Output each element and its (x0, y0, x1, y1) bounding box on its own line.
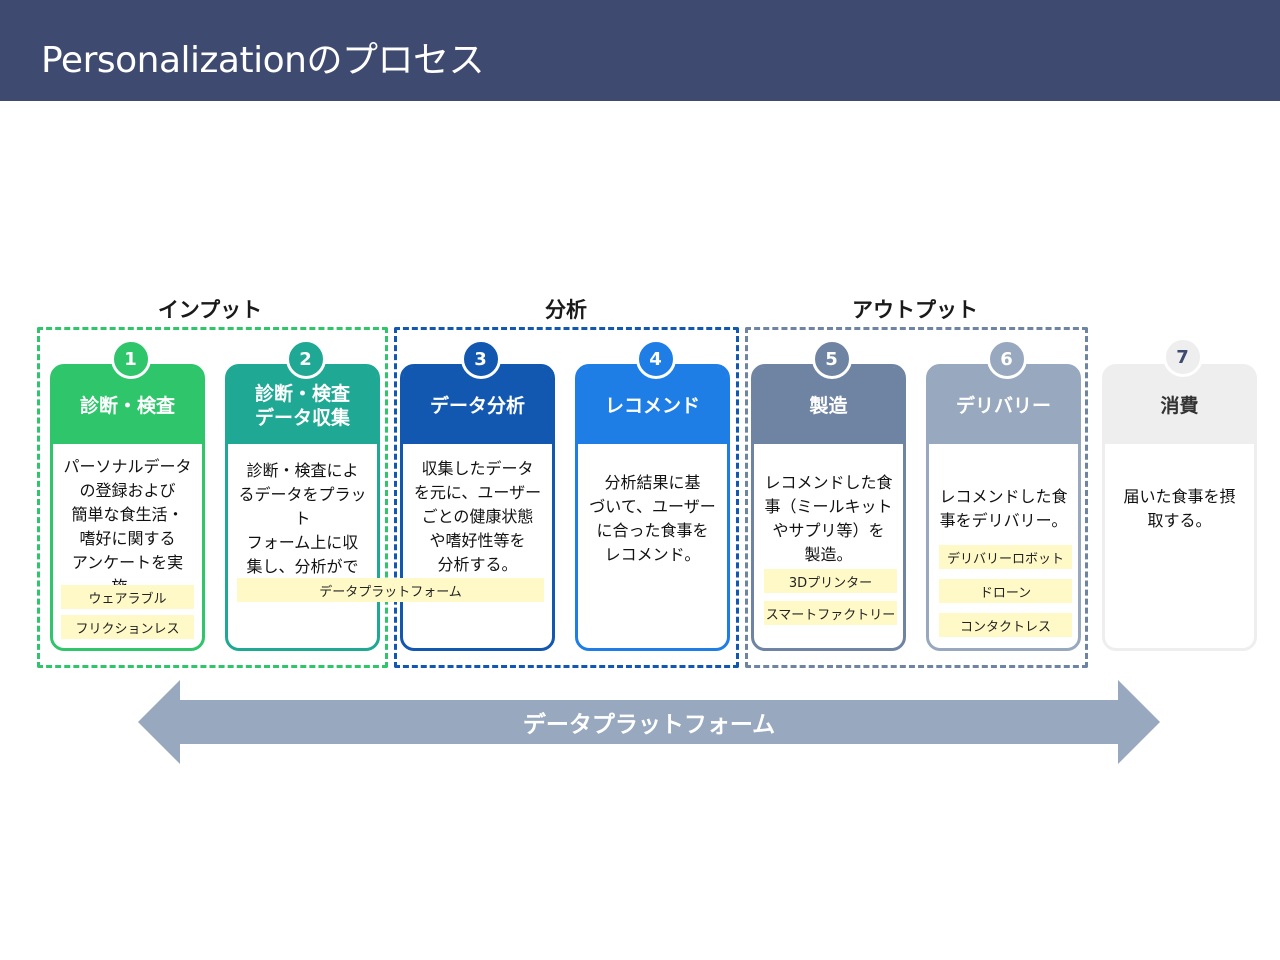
step-card-1: 診断・検査 1 パーソナルデータの登録および簡単な食生活・嗜好に関するアンケートを実… (50, 339, 205, 651)
platform-double-arrow (138, 680, 1160, 764)
data-platform-tag: データプラットフォーム (237, 578, 544, 602)
step-title: デリバリー (929, 367, 1078, 444)
step-description: レコメンドした食事をデリバリー。 (929, 485, 1078, 533)
step-description-line: 事をデリバリー。 (939, 511, 1068, 530)
step-tag: コンタクトレス (939, 613, 1072, 637)
step-description-line: の登録および (79, 481, 176, 500)
step-description-line: ごとの健康状態 (421, 507, 534, 526)
step-description: 収集したデータを元に、ユーザーごとの健康状態や嗜好性等を分析する。 (403, 457, 552, 577)
group-box-input (37, 327, 388, 668)
step-tag: ドローン (939, 579, 1072, 603)
group-label-output: アウトプット (852, 298, 978, 322)
step-number-badge: 3 (460, 339, 501, 379)
step-title: 診断・検査 (53, 367, 202, 444)
step-number-badge: 5 (811, 339, 852, 379)
step-description-line: るデータをプラット (238, 485, 367, 528)
group-box-analysis (394, 327, 739, 668)
step-description-line: 届いた食事を摂 (1123, 487, 1236, 506)
header-bar: Personalizationのプロセス (0, 0, 1280, 101)
step-card-3: データ分析 3 収集したデータを元に、ユーザーごとの健康状態や嗜好性等を分析する。 (400, 339, 555, 651)
step-title-line: 診断・検査 (254, 382, 350, 405)
step-description: 届いた食事を摂取する。 (1105, 485, 1254, 533)
step-title-line: 診断・検査 (79, 394, 175, 417)
step-description-line: 嗜好に関する (79, 529, 176, 548)
page-title: Personalizationのプロセス (41, 40, 484, 81)
step-description: 分析結果に基づいて、ユーザーに合った食事をレコメンド。 (578, 471, 727, 567)
step-description-line: づいて、ユーザー (589, 497, 716, 516)
step-description-line: パーソナルデータ (63, 457, 192, 476)
step-description-line: フォーム上に収 (246, 533, 359, 552)
step-tag: デリバリーロボット (939, 545, 1072, 569)
step-description-line: やサプリ等）を (772, 521, 885, 540)
step-description-line: 簡単な食生活・ (71, 505, 184, 524)
step-title-line: 消費 (1160, 394, 1199, 417)
step-card-7: 消費 7 届いた食事を摂取する。 (1102, 337, 1257, 651)
step-description-line: 分析結果に基 (604, 473, 701, 492)
step-description-line: 診断・検査によ (246, 461, 359, 480)
step-description-line: や嗜好性等を (429, 531, 526, 550)
step-description: レコメンドした食事（ミールキットやサプリ等）を製造。 (754, 471, 903, 567)
step-description-line: 分析する。 (437, 555, 518, 574)
step-title: 診断・検査データ収集 (228, 367, 377, 444)
step-title: データ分析 (403, 367, 552, 444)
step-number-badge: 4 (635, 339, 676, 379)
step-description-line: 収集したデータ (421, 459, 534, 478)
step-description-line: に合った食事を (596, 521, 709, 540)
step-title-line: データ収集 (254, 406, 350, 429)
step-title-line: デリバリー (955, 394, 1051, 417)
step-tag: フリクションレス (61, 615, 194, 639)
step-title-line: データ分析 (429, 394, 525, 417)
step-description-line: 事（ミールキット (764, 497, 893, 516)
step-tag: ウェアラブル (61, 585, 194, 609)
platform-arrow-label: データプラットフォーム (522, 712, 776, 738)
step-card-4: レコメンド 4 分析結果に基づいて、ユーザーに合った食事をレコメンド。 (575, 339, 730, 651)
step-title: 消費 (1105, 367, 1254, 444)
step-title-line: 製造 (809, 394, 848, 417)
step-number-badge: 1 (110, 339, 151, 379)
step-title: 製造 (754, 367, 903, 444)
step-description-line: を元に、ユーザー (413, 483, 542, 502)
step-description-line: レコメンドした食 (939, 487, 1068, 506)
step-tag: 3Dプリンター (764, 569, 897, 593)
step-number-badge: 2 (285, 339, 326, 379)
step-description-line: 集し、分析がで (246, 557, 359, 576)
step-description-line: レコメンドした食 (764, 473, 893, 492)
group-label-analysis: 分析 (545, 298, 587, 322)
step-title: レコメンド (578, 367, 727, 444)
step-card-6: デリバリー 6 レコメンドした食事をデリバリー。デリバリーロボットドローンコンタクト… (926, 339, 1081, 651)
step-description-line: 製造。 (804, 545, 853, 564)
group-label-input: インプット (157, 298, 263, 322)
step-tag: スマートファクトリー (764, 601, 897, 625)
step-number-badge: 6 (986, 339, 1027, 379)
step-description-line: 取する。 (1147, 511, 1212, 530)
step-description-line: レコメンド。 (604, 545, 701, 564)
step-number-badge: 7 (1162, 337, 1203, 377)
group-box-output (745, 327, 1088, 668)
step-title-line: レコメンド (604, 394, 700, 417)
